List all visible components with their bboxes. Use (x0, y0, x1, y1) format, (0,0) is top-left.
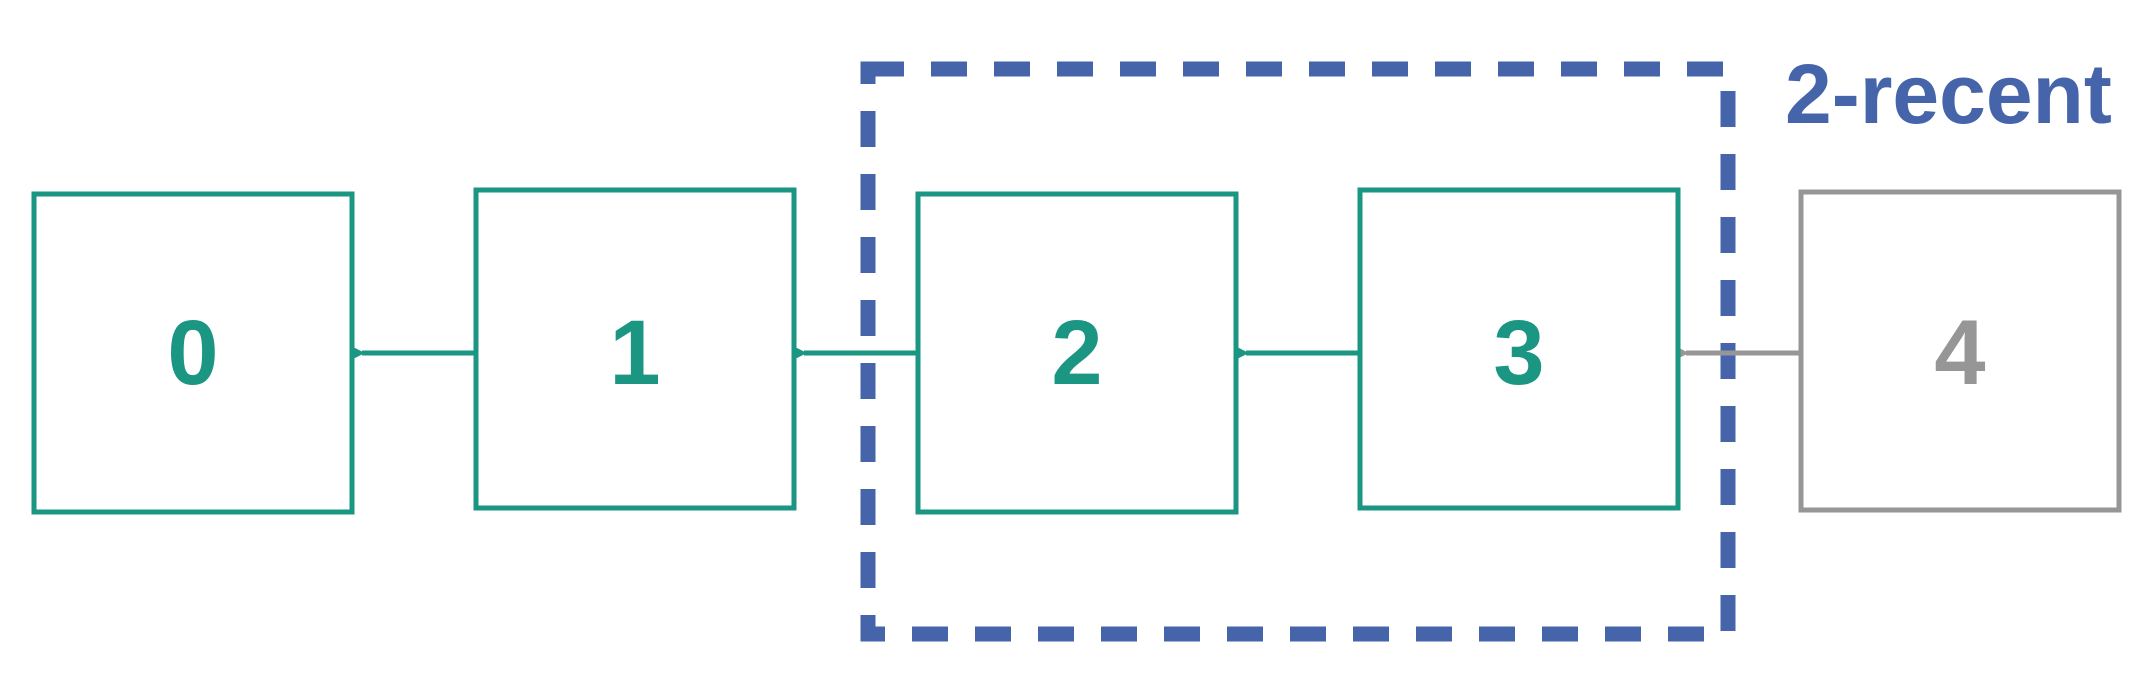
recent-window-label: 2-recent (1785, 47, 2112, 141)
node-3: 3 (1357, 187, 1681, 511)
node-box (1798, 189, 2122, 513)
node-box (31, 191, 355, 515)
node-label: 0 (167, 302, 218, 404)
node-0: 0 (31, 191, 355, 515)
node-4: 4 (1798, 189, 2122, 513)
node-label: 1 (609, 302, 660, 404)
node-label: 4 (1934, 302, 1985, 404)
node-2: 2 (915, 191, 1239, 515)
node-box (473, 187, 797, 511)
node-box (1357, 187, 1681, 511)
node-1: 1 (473, 187, 797, 511)
node-label: 2 (1051, 302, 1102, 404)
node-label: 3 (1493, 302, 1544, 404)
node-box (915, 191, 1239, 515)
nodes-group: 0 1 2 3 4 (31, 187, 2122, 515)
